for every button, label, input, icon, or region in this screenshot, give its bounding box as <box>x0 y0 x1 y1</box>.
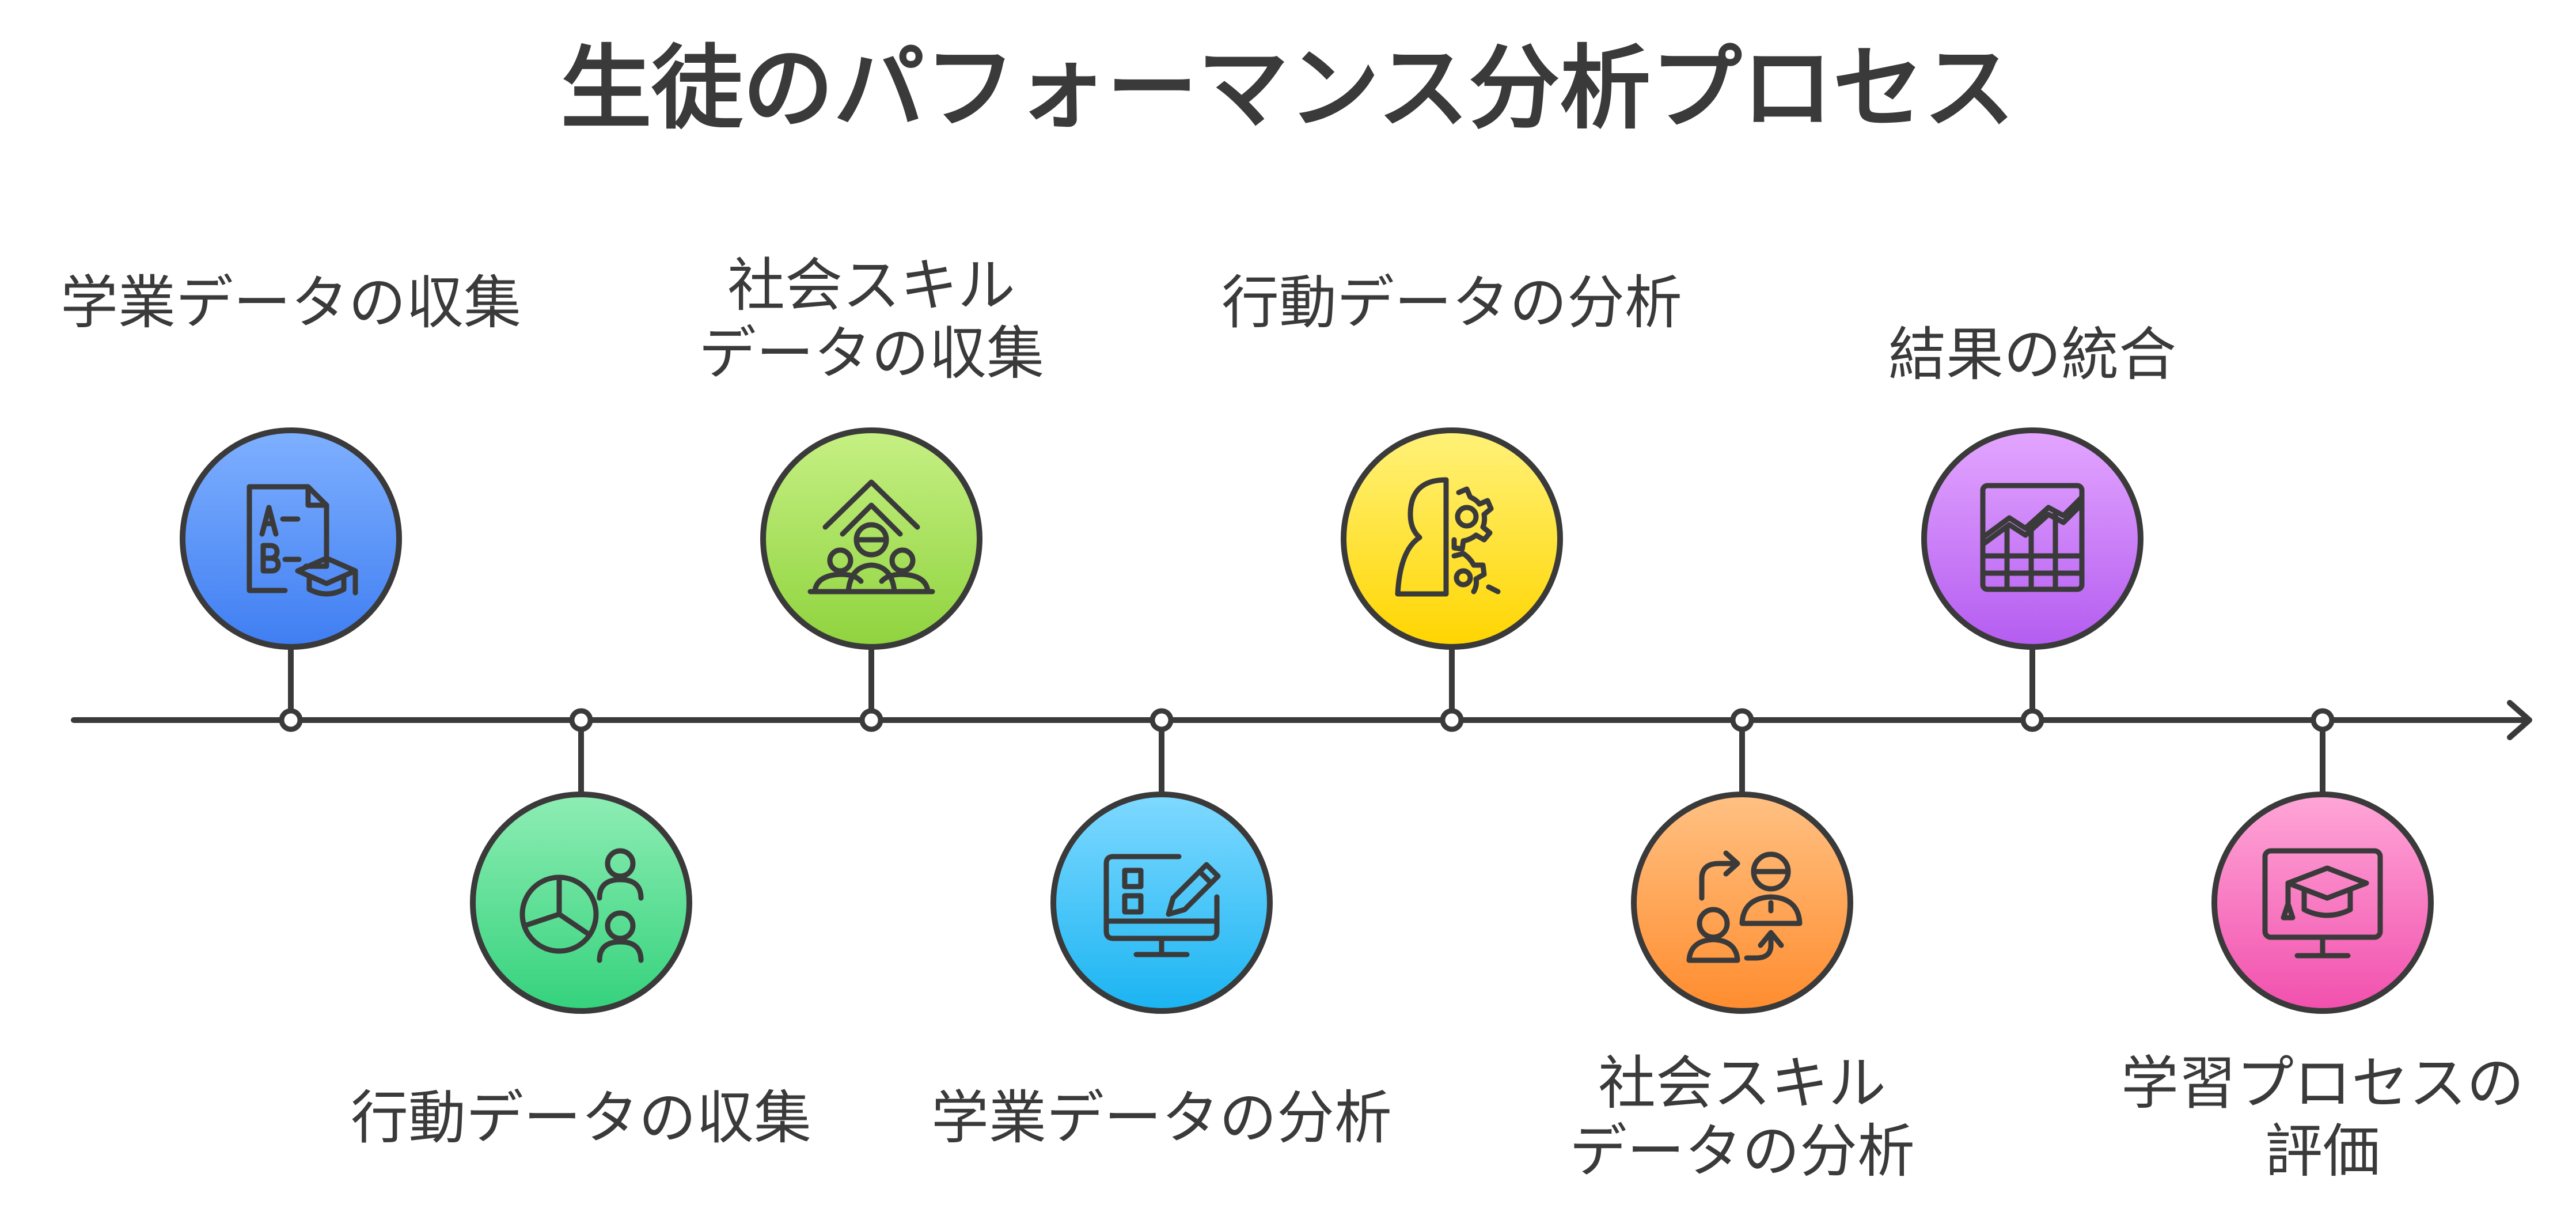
timeline-node <box>279 708 303 732</box>
timeline-step-4: 学業データの分析 <box>931 708 1392 1152</box>
monitor-checklist-pencil-icon <box>1103 854 1221 957</box>
timeline-step-3: 社会スキルデータの収集 <box>699 252 1044 732</box>
people-exchange-arrows-icon <box>1686 850 1803 963</box>
timeline-step-1: 学業データの収集 <box>60 269 521 732</box>
timeline-node <box>2311 708 2335 732</box>
pie-chart-people-icon <box>519 848 644 963</box>
step-label-line: 学業データの分析 <box>931 1084 1392 1152</box>
step-label-line: 行動データの収集 <box>351 1084 811 1152</box>
step-label-line: 評価 <box>2265 1118 2380 1185</box>
step-label-line: 行動データの分析 <box>1221 269 1682 336</box>
timeline-axis <box>71 700 2532 740</box>
timeline-step-5: 行動データの分析 <box>1221 269 1682 732</box>
timeline-node <box>1149 708 1174 732</box>
timeline-node <box>859 708 883 732</box>
step-label-line: 結果の統合 <box>1888 321 2176 388</box>
step-label: 結果の統合 <box>1888 321 2176 388</box>
timeline-node <box>1440 708 1464 732</box>
step-label-line: データの収集 <box>699 320 1044 387</box>
step-circle <box>1050 792 1273 1014</box>
monitor-graduation-cap-icon <box>2262 848 2383 959</box>
timeline-node <box>1730 708 1754 732</box>
step-label: 社会スキルデータの収集 <box>699 252 1044 387</box>
head-gears-icon <box>1395 477 1501 597</box>
timeline-node <box>569 708 593 732</box>
timeline-step-8: 学習プロセスの評価 <box>2121 708 2524 1185</box>
step-label-line: データの分析 <box>1569 1118 1915 1185</box>
step-label: 社会スキルデータの分析 <box>1569 1050 1915 1185</box>
step-label-line: 社会スキル <box>1598 1050 1886 1117</box>
step-circle <box>1631 792 1853 1014</box>
step-label: 学習プロセスの評価 <box>2121 1050 2524 1185</box>
step-label-line: 社会スキル <box>727 252 1015 319</box>
grade-sheet-graduation-cap-icon <box>246 484 358 597</box>
timeline-step-2: 行動データの収集 <box>351 708 811 1152</box>
step-circle <box>470 792 692 1014</box>
step-label-line: 学業データの収集 <box>60 269 521 336</box>
step-label: 学業データの収集 <box>60 269 521 336</box>
page-title: 生徒のパフォーマンス分析プロセス <box>561 36 2015 142</box>
timeline-steps: 学業データの収集行動データの収集社会スキルデータの収集学業データの分析行動データ… <box>60 252 2524 1185</box>
timeline-node <box>2020 708 2044 732</box>
step-circle <box>2211 792 2434 1014</box>
step-circle <box>180 427 402 650</box>
timeline-step-7: 結果の統合 <box>1888 321 2176 732</box>
step-label: 行動データの収集 <box>351 1084 811 1152</box>
timeline-step-6: 社会スキルデータの分析 <box>1569 708 1915 1185</box>
step-label: 行動データの分析 <box>1221 269 1682 336</box>
table-line-chart-icon <box>1980 483 2085 592</box>
upward-arrow-group-icon <box>807 479 935 594</box>
step-label: 学業データの分析 <box>931 1084 1392 1152</box>
step-label-line: 学習プロセスの <box>2121 1050 2524 1117</box>
